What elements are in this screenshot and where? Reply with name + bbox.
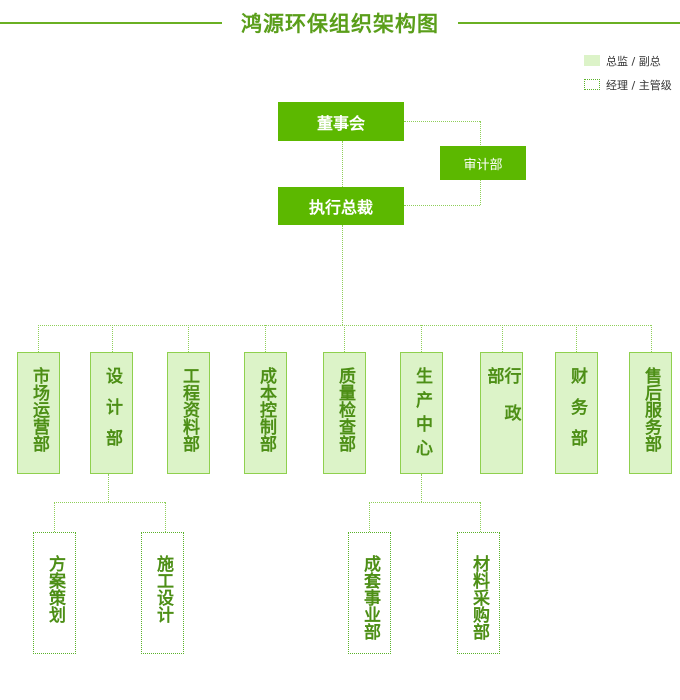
drop-dept-9 <box>651 325 652 352</box>
dept-box-admin: 行政部 <box>480 352 523 474</box>
drop-dept-1 <box>38 325 39 352</box>
design-sub-bus <box>54 502 165 503</box>
dept-box-market: 市场运营部 <box>17 352 60 474</box>
legend-swatch-manager <box>584 79 600 90</box>
production-sub-bus <box>369 502 480 503</box>
connector-ceo-bus <box>342 225 343 325</box>
legend-swatch-director <box>584 55 600 66</box>
dept-box-quality: 质量检查部 <box>323 352 366 474</box>
board-box: 董事会 <box>278 102 404 141</box>
subdept-box-complete-set: 成套事业部 <box>348 532 391 654</box>
drop-production-sub-1 <box>369 502 370 532</box>
audit-box: 审计部 <box>440 146 526 180</box>
drop-design-sub-1 <box>54 502 55 532</box>
dept-label: 质量检查部 <box>335 367 355 452</box>
title-line-right <box>458 22 680 24</box>
connector-production-sub <box>421 474 422 502</box>
drop-dept-3 <box>188 325 189 352</box>
title-line-left <box>0 22 222 24</box>
dept-box-design: 设计部 <box>90 352 133 474</box>
dept-label: 设计部 <box>102 367 122 460</box>
chart-title: 鸿源环保组织架构图 <box>241 12 439 36</box>
drop-design-sub-2 <box>165 502 166 532</box>
dept-box-cost: 成本控制部 <box>244 352 287 474</box>
dept-box-aftersales: 售后服务部 <box>629 352 672 474</box>
dept-label: 生产中心 <box>412 367 432 463</box>
connector-board-ceo <box>342 141 343 187</box>
dept-label: 成本控制部 <box>256 367 276 452</box>
dept-box-production: 生产中心 <box>400 352 443 474</box>
audit-label: 审计部 <box>463 157 503 173</box>
connector-board-audit-top <box>404 121 480 122</box>
subdept-label: 成套事业部 <box>360 555 380 640</box>
drop-dept-8 <box>576 325 577 352</box>
subdept-box-construction: 施工设计 <box>141 532 184 654</box>
drop-production-sub-2 <box>480 502 481 532</box>
connector-audit-ceo-bottom <box>404 205 480 206</box>
drop-dept-2 <box>112 325 113 352</box>
subdept-label: 材料采购部 <box>469 555 489 640</box>
dept-label: 市场运营部 <box>29 367 49 452</box>
drop-dept-4 <box>265 325 266 352</box>
subdept-label: 施工设计 <box>153 555 173 623</box>
drop-dept-5 <box>344 325 345 352</box>
connector-design-sub <box>108 474 109 502</box>
dept-label: 行政部 <box>483 367 521 441</box>
board-label: 董事会 <box>316 113 365 133</box>
ceo-label: 执行总裁 <box>308 198 373 217</box>
dept-label: 财务部 <box>567 367 587 460</box>
dept-label: 工程资料部 <box>179 367 199 452</box>
drop-dept-6 <box>421 325 422 352</box>
legend-label-director: 总监 / 副总 <box>606 55 661 68</box>
subdept-label: 方案策划 <box>45 555 65 623</box>
legend-label-manager: 经理 / 主管级 <box>606 79 672 92</box>
dept-label: 售后服务部 <box>641 367 661 452</box>
ceo-box: 执行总裁 <box>278 187 404 225</box>
subdept-box-scheme: 方案策划 <box>33 532 76 654</box>
subdept-box-procurement: 材料采购部 <box>457 532 500 654</box>
drop-dept-7 <box>502 325 503 352</box>
dept-box-finance: 财务部 <box>555 352 598 474</box>
dept-box-engineering: 工程资料部 <box>167 352 210 474</box>
